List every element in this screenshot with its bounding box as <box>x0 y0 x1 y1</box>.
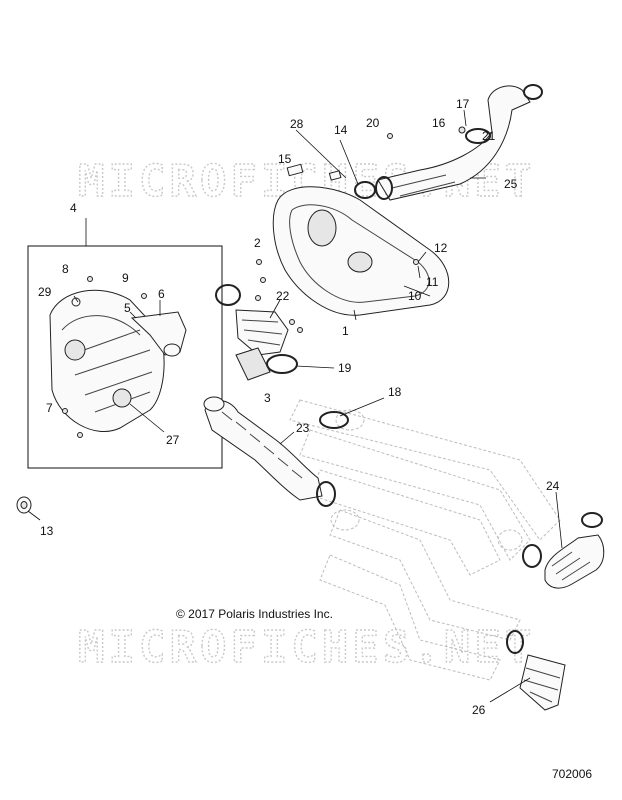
callout-14: 14 <box>334 123 348 137</box>
screw-9[interactable] <box>141 293 147 299</box>
diagram-number: 702006 <box>552 767 592 781</box>
callout-28: 28 <box>290 117 304 131</box>
duct-25[interactable] <box>375 84 543 201</box>
intake-piece-6[interactable] <box>130 311 187 357</box>
callout-29: 29 <box>38 285 52 299</box>
callout-26: 26 <box>472 703 486 717</box>
callout-3: 3 <box>264 391 271 405</box>
callout-21: 21 <box>482 129 496 143</box>
copyright-text: © 2017 Polaris Industries Inc. <box>176 607 333 621</box>
leader-lines <box>27 109 563 703</box>
duct-26[interactable] <box>506 630 566 711</box>
bolts-2[interactable] <box>255 259 303 333</box>
duct-23[interactable] <box>203 396 336 507</box>
callout-25: 25 <box>504 177 518 191</box>
callout-2: 2 <box>254 236 261 250</box>
screw-7[interactable] <box>62 408 68 414</box>
clamp-18[interactable] <box>319 411 349 429</box>
screw-20[interactable] <box>387 133 393 139</box>
clip-16[interactable] <box>458 126 466 134</box>
clamp-ring-left[interactable] <box>215 284 241 306</box>
intake-adapter-22[interactable] <box>235 309 289 356</box>
washer-13[interactable] <box>16 496 32 514</box>
callout-12: 12 <box>434 241 448 255</box>
callout-17: 17 <box>456 97 470 111</box>
callout-27: 27 <box>166 433 180 447</box>
callout-22: 22 <box>276 289 290 303</box>
seal-29[interactable] <box>71 297 81 307</box>
callout-20: 20 <box>366 116 380 130</box>
callout-4: 4 <box>70 201 77 215</box>
callout-8: 8 <box>62 262 69 276</box>
callout-9: 9 <box>122 271 129 285</box>
clamp-19[interactable] <box>266 354 298 374</box>
label-15[interactable] <box>286 163 304 177</box>
callout-7: 7 <box>46 401 53 415</box>
watermark-bottom: MICROFICHES.NET <box>78 622 535 673</box>
callout-13: 13 <box>40 524 54 538</box>
outer-clutch-cover[interactable] <box>49 289 165 433</box>
callout-18: 18 <box>388 385 402 399</box>
duct-24[interactable] <box>522 512 605 589</box>
callout-24: 24 <box>546 479 560 493</box>
clamp-14[interactable] <box>354 181 376 199</box>
callout-6: 6 <box>158 287 165 301</box>
ghost-ducts <box>289 399 561 681</box>
callout-5: 5 <box>124 301 131 315</box>
clamp-21[interactable] <box>465 128 491 144</box>
inner-clutch-cover[interactable] <box>272 186 450 316</box>
callout-19: 19 <box>338 361 352 375</box>
bolt-12[interactable] <box>413 259 419 265</box>
callout-1: 1 <box>342 324 349 338</box>
callout-10: 10 <box>408 289 422 303</box>
screw-27-pin[interactable] <box>77 432 83 438</box>
callout-11: 11 <box>426 275 439 289</box>
callout-15: 15 <box>278 152 292 166</box>
callout-16: 16 <box>432 116 446 130</box>
callout-labels: 1 2 3 4 5 6 7 8 9 10 11 12 13 14 15 16 1… <box>38 97 560 717</box>
group-4-box <box>27 245 223 469</box>
screw-8[interactable] <box>87 276 93 282</box>
callout-23: 23 <box>296 421 310 435</box>
label-28[interactable] <box>328 170 342 181</box>
filter-3[interactable] <box>235 347 271 381</box>
